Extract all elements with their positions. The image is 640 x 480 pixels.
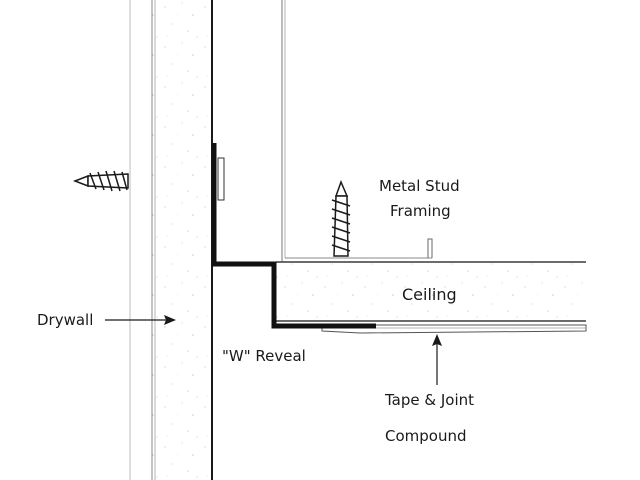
ceiling-panel bbox=[276, 262, 586, 321]
drywall-label: Drywall bbox=[37, 311, 94, 329]
ceiling-label: Ceiling bbox=[402, 285, 457, 304]
w-reveal-clip bbox=[217, 157, 225, 201]
w-reveal-label: "W" Reveal bbox=[222, 347, 306, 365]
drywall-leader-arrow bbox=[105, 315, 176, 325]
metal-stud-label-line1: Metal Stud bbox=[379, 177, 460, 195]
tape-leader-arrow bbox=[432, 334, 442, 385]
metal-stud-flange bbox=[427, 238, 433, 258]
metal-stud-framing-label: Metal Stud Framing bbox=[379, 174, 460, 224]
drywall-screw-icon bbox=[72, 170, 129, 192]
drywall-panel bbox=[152, 0, 212, 480]
w-reveal-trim bbox=[211, 143, 376, 329]
framing-screw-icon bbox=[331, 179, 351, 257]
tape-joint-label-line1: Tape & Joint bbox=[385, 391, 475, 409]
metal-stud-label-line2: Framing bbox=[390, 202, 451, 220]
tape-compound-layer bbox=[321, 324, 587, 334]
tape-joint-label-line2: Compound bbox=[385, 427, 467, 445]
